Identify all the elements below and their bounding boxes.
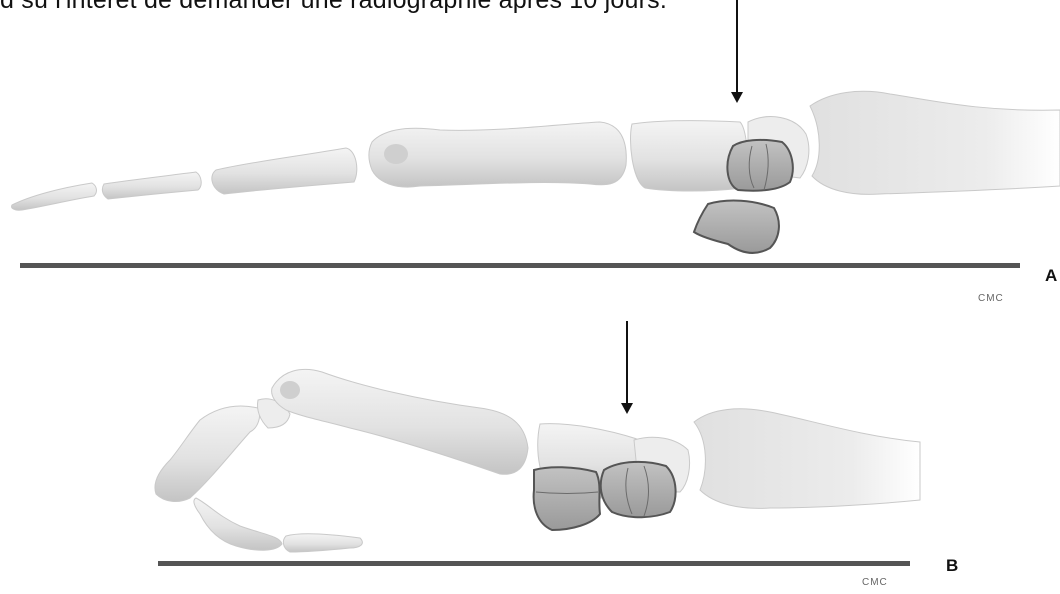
fracture-fragment-lower-a (694, 201, 779, 253)
tip-phalanx-b (283, 534, 362, 552)
long-phalanx-b (272, 369, 528, 474)
arrow-head-a (731, 92, 743, 103)
credit-label-b: CMC (862, 577, 888, 588)
fracture-fragment-right-b (601, 462, 676, 517)
bone-head-shadow-b (280, 381, 300, 399)
panel-a (11, 0, 1060, 268)
fracture-fragment-upper-a (727, 140, 792, 191)
proximal-phalanx-small-a (212, 148, 357, 194)
metacarpal-a (810, 91, 1060, 194)
fracture-fragment-left-b (534, 467, 600, 530)
panel-b (155, 321, 920, 566)
panel-label-b: B (946, 556, 958, 576)
middle-phalanx-small-a (102, 172, 201, 199)
distal-phalanx-a (11, 183, 96, 210)
bone-head-shadow-a (384, 144, 408, 164)
ground-line-b (158, 561, 910, 566)
metacarpal-b (694, 409, 920, 509)
distal-curl-b (194, 498, 282, 550)
arrow-head-b (621, 403, 633, 414)
proximal-phalanx-curled-b (155, 406, 260, 501)
ground-line-a (20, 263, 1020, 268)
credit-label-a: CMC (978, 293, 1004, 304)
panel-label-a: A (1045, 266, 1057, 286)
